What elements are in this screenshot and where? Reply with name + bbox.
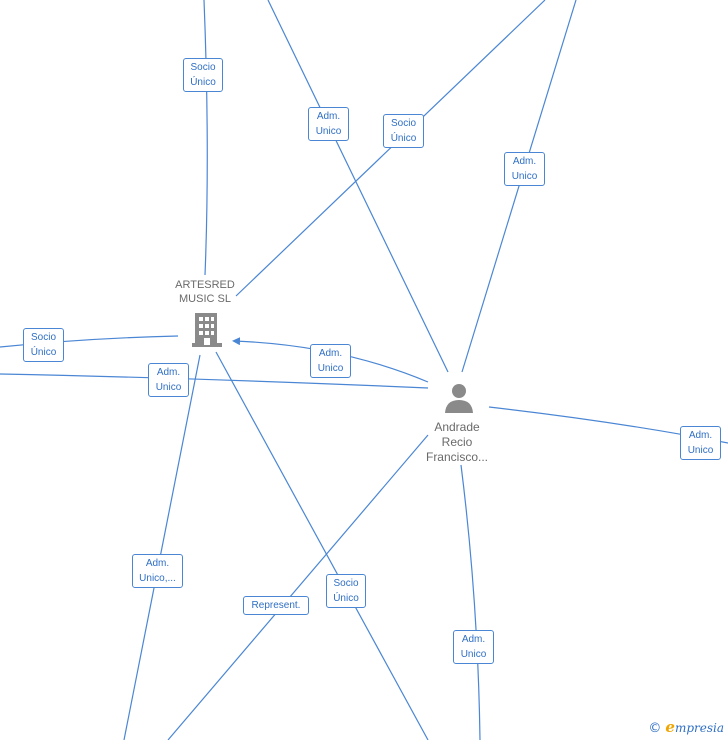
person-name-line1: Andrade: [434, 420, 480, 434]
edge-company-top: [203, 0, 208, 276]
edge-label-adm-unico-more[interactable]: Adm.Unico,...: [132, 554, 183, 588]
edge-company-topright: [235, 0, 546, 297]
edge-label-adm-unico[interactable]: Adm.Unico: [680, 426, 721, 460]
person-name-line3: Francisco...: [425, 450, 488, 464]
company-name-line2: MUSIC SL: [179, 293, 231, 305]
edge-person-left: [0, 373, 429, 389]
company-name-line1: ARTESRED: [175, 279, 235, 291]
edge-company-bottom: [215, 351, 429, 740]
person-name-line2: Recio: [441, 435, 473, 449]
edge-label-adm-unico[interactable]: Adm.Unico: [504, 152, 545, 186]
edge-label-adm-unico[interactable]: Adm.Unico: [453, 630, 494, 664]
brand-name: mpresia: [674, 721, 724, 735]
edge-label-adm-unico[interactable]: Adm.Unico: [148, 363, 189, 397]
edge-person-bottomleft: [167, 434, 429, 740]
building-icon[interactable]: [192, 313, 222, 347]
person-icon[interactable]: [444, 383, 474, 413]
edge-label-adm-unico[interactable]: Adm.Unico: [308, 107, 349, 141]
edge-company-bottomleft: [123, 354, 201, 740]
edge-person-topright: [461, 0, 577, 373]
person-node-label[interactable]: Andrade Recio Francisco...: [412, 420, 502, 465]
edge-person-bottom: [460, 464, 481, 740]
empresia-logo: © e mpresia: [648, 718, 724, 736]
edge-label-adm-unico[interactable]: Adm.Unico: [310, 344, 351, 378]
copyright-symbol: ©: [648, 721, 662, 736]
company-node-label[interactable]: ARTESRED MUSIC SL: [165, 278, 245, 306]
edge-company-left: [0, 335, 179, 348]
edge-label-represent[interactable]: Represent.: [243, 596, 309, 615]
edge-person-top: [267, 0, 449, 373]
brand-initial: e: [665, 718, 675, 736]
